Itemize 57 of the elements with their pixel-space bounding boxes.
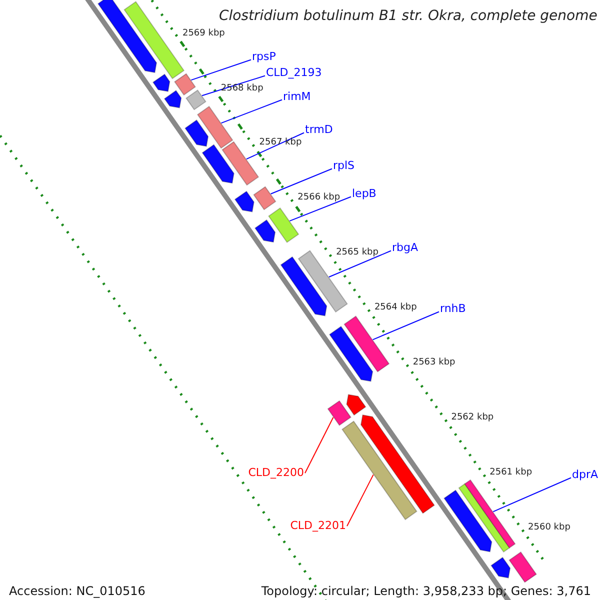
gene-bar (458, 483, 510, 553)
scale-label: 2569 kbp (182, 28, 225, 40)
gene-bar (508, 551, 537, 583)
gene-label: trmD (305, 123, 333, 136)
gene-bar (186, 90, 206, 110)
gene-feature (490, 556, 511, 578)
leader-line (202, 75, 266, 96)
gene-feature (280, 256, 328, 316)
gene-label: rplS (333, 159, 355, 172)
gene-bar (174, 73, 196, 96)
scale-label: 2565 kbp (336, 248, 378, 259)
leader-line (190, 59, 252, 81)
leader-line (304, 416, 334, 474)
gene-feature (97, 0, 158, 74)
gene-feature (346, 394, 366, 416)
accession-text: Accession: NC_010516 (9, 584, 146, 598)
leader-line (246, 132, 304, 160)
gene-bar (344, 316, 390, 372)
leader-line (346, 474, 374, 527)
scale-label: 2564 kbp (374, 302, 417, 314)
scale-label: 2563 kbp (412, 357, 456, 368)
scale-label: 2566 kbp (298, 192, 340, 204)
gene-feature (328, 326, 374, 382)
gene-bar (268, 207, 300, 243)
gene-label: CLD_2200 (248, 466, 304, 479)
gene-label: lepB (352, 187, 376, 200)
gene-label: dprA (572, 468, 598, 481)
gene-feature (202, 144, 234, 184)
leader-line (372, 311, 440, 340)
leader-line (328, 250, 392, 278)
gene-label: CLD_2193 (266, 66, 322, 79)
gene-bar (196, 106, 234, 149)
scale-label: 2561 kbp (490, 467, 532, 478)
scale-label: 2567 kbp (259, 138, 302, 149)
gene-bar (327, 400, 352, 426)
scale-label: 2562 kbp (451, 412, 494, 424)
gene-feature (254, 219, 276, 243)
gene-label: rnhB (440, 302, 466, 315)
gene-feature (184, 119, 209, 147)
gene-feature (164, 90, 182, 108)
scale-label: 2560 kbp (528, 522, 570, 533)
gene-feature (444, 490, 492, 552)
gene-feature (360, 414, 435, 514)
gene-bar (124, 1, 185, 80)
gene-bar (253, 186, 276, 210)
leader-line (270, 168, 332, 194)
leader-line (220, 99, 282, 124)
gene-bar (222, 141, 260, 186)
gene-label: rpsP (252, 50, 276, 63)
scale-label: 2568 kbp (220, 83, 264, 94)
gene-label: rbgA (392, 241, 418, 254)
gene-bar (342, 420, 418, 520)
gene-label: CLD_2201 (290, 519, 346, 532)
gene-feature (234, 190, 254, 212)
gene-feature (152, 74, 170, 92)
genome-info-text: Topology: circular; Length: 3,958,233 bp; Genes: 3,761 (261, 584, 591, 598)
gene-label: rimM (283, 90, 311, 103)
